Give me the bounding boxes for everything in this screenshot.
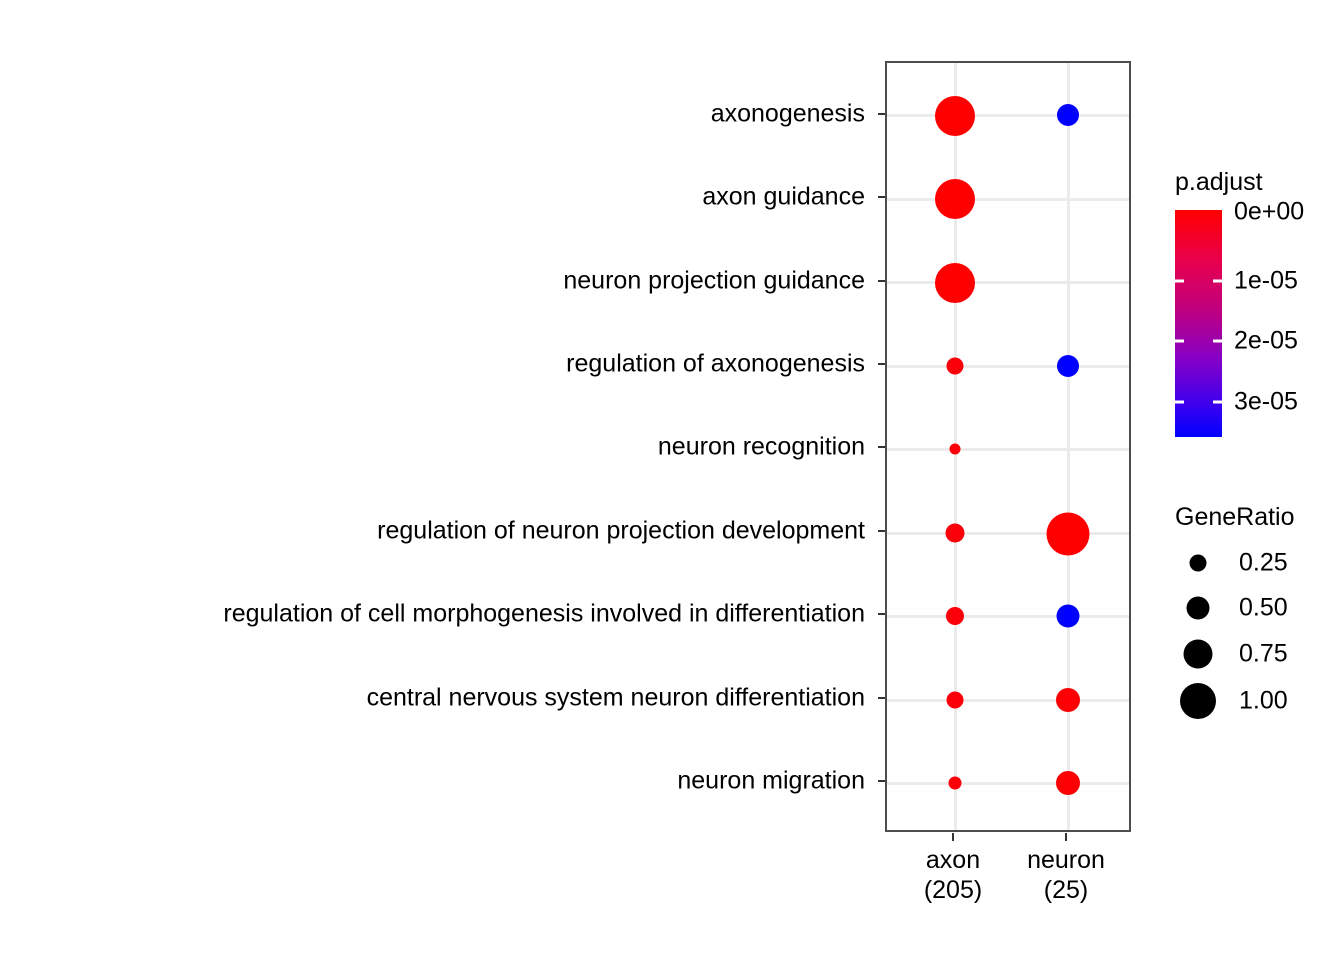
colorbar-tick: [1213, 339, 1222, 343]
x-tick-mark: [1065, 833, 1067, 841]
y-tick-label-axon-guidance: axon guidance: [702, 182, 865, 211]
gridline-horizontal: [887, 699, 1129, 702]
plot-panel: [885, 61, 1131, 832]
legend-padjust-title: p.adjust: [1175, 168, 1263, 196]
data-point-axon-neuron-migration[interactable]: [948, 776, 962, 790]
x-tick-label-neuron: neuron (25): [1027, 846, 1105, 905]
data-point-axon-neuron-recognition[interactable]: [949, 443, 961, 455]
gridline-horizontal: [887, 114, 1129, 117]
data-point-neuron-regulation-of-axonogenesis[interactable]: [1057, 355, 1079, 377]
y-tick-mark: [878, 613, 885, 615]
y-tick-mark: [878, 363, 885, 365]
legend-padjust-colorbar: [1175, 210, 1222, 437]
data-point-neuron-cns-neuron-differentiation[interactable]: [1056, 688, 1080, 712]
y-tick-mark: [878, 780, 885, 782]
legend-padjust-label-1: 1e-05: [1234, 266, 1298, 295]
y-tick-mark: [878, 530, 885, 532]
y-tick-label-regulation-of-axonogenesis: regulation of axonogenesis: [566, 349, 865, 378]
y-tick-label-neuron-projection-guidance: neuron projection guidance: [563, 266, 865, 295]
colorbar-tick: [1213, 279, 1222, 283]
data-point-axon-axonogenesis[interactable]: [935, 96, 975, 136]
y-tick-label-cns-neuron-differentiation: central nervous system neuron differenti…: [366, 683, 865, 712]
y-tick-mark: [878, 280, 885, 282]
y-tick-mark: [878, 113, 885, 115]
gridline-horizontal: [887, 782, 1129, 785]
legend-generatio-label-0_50: 0.50: [1239, 593, 1288, 622]
legend-padjust-label-2: 2e-05: [1234, 326, 1298, 355]
legend-generatio-label-0_25: 0.25: [1239, 548, 1288, 577]
legend-generatio-dot-0_50: [1186, 596, 1210, 620]
data-point-neuron-neuron-migration[interactable]: [1056, 771, 1080, 795]
x-tick-label-axon: axon (205): [924, 846, 982, 905]
gridline-horizontal: [887, 532, 1129, 535]
legend-generatio-label-1_00: 1.00: [1239, 686, 1288, 715]
y-tick-label-regulation-of-cell-morphogenesis: regulation of cell morphogenesis involve…: [223, 599, 865, 628]
gridline-horizontal: [887, 448, 1129, 451]
colorbar-tick: [1213, 400, 1222, 404]
data-point-axon-cns-neuron-differentiation[interactable]: [946, 691, 964, 709]
data-point-axon-axon-guidance[interactable]: [935, 179, 975, 219]
x-tick-label-neuron-name: neuron: [1027, 846, 1105, 874]
legend-generatio-dot-0_75: [1183, 639, 1213, 669]
y-tick-label-neuron-migration: neuron migration: [677, 766, 865, 795]
colorbar-tick: [1175, 339, 1184, 343]
data-point-axon-neuron-projection-guidance[interactable]: [935, 263, 975, 303]
gridline-vertical: [1067, 63, 1070, 830]
x-tick-mark: [952, 833, 954, 841]
y-tick-mark: [878, 446, 885, 448]
data-point-axon-regulation-of-neuron-projection-development[interactable]: [945, 523, 965, 543]
y-tick-label-neuron-recognition: neuron recognition: [657, 432, 865, 461]
data-point-axon-regulation-of-cell-morphogenesis[interactable]: [946, 607, 964, 625]
colorbar-tick: [1175, 279, 1184, 283]
legend-padjust-label-3: 3e-05: [1234, 387, 1298, 416]
legend-generatio-dot-0_25: [1189, 554, 1207, 572]
gridline-horizontal: [887, 281, 1129, 284]
data-point-neuron-regulation-of-neuron-projection-development[interactable]: [1046, 512, 1090, 556]
colorbar-tick: [1175, 400, 1184, 404]
y-axis: axonogenesis axon guidance neuron projec…: [223, 99, 865, 795]
gridline-horizontal: [887, 365, 1129, 368]
y-tick-mark: [878, 196, 885, 198]
data-point-axon-regulation-of-axonogenesis[interactable]: [946, 357, 964, 375]
gridline-horizontal: [887, 198, 1129, 201]
legend-generatio-label-0_75: 0.75: [1239, 639, 1288, 668]
x-tick-label-neuron-count: (25): [1043, 875, 1089, 904]
y-tick-label-axonogenesis: axonogenesis: [710, 99, 865, 128]
legend-padjust-label-0: 0e+00: [1234, 197, 1305, 226]
gridline-horizontal: [887, 615, 1129, 618]
y-tick-mark: [878, 697, 885, 699]
x-tick-label-axon-count: (205): [923, 875, 983, 904]
data-point-neuron-regulation-of-cell-morphogenesis[interactable]: [1056, 604, 1080, 628]
data-point-neuron-axonogenesis[interactable]: [1057, 104, 1079, 126]
x-tick-label-axon-name: axon: [925, 846, 981, 874]
legend-generatio-title: GeneRatio: [1175, 503, 1295, 531]
legend-generatio-dot-1_00: [1180, 683, 1216, 719]
y-tick-label-regulation-of-neuron-projection-development: regulation of neuron projection developm…: [377, 516, 865, 545]
